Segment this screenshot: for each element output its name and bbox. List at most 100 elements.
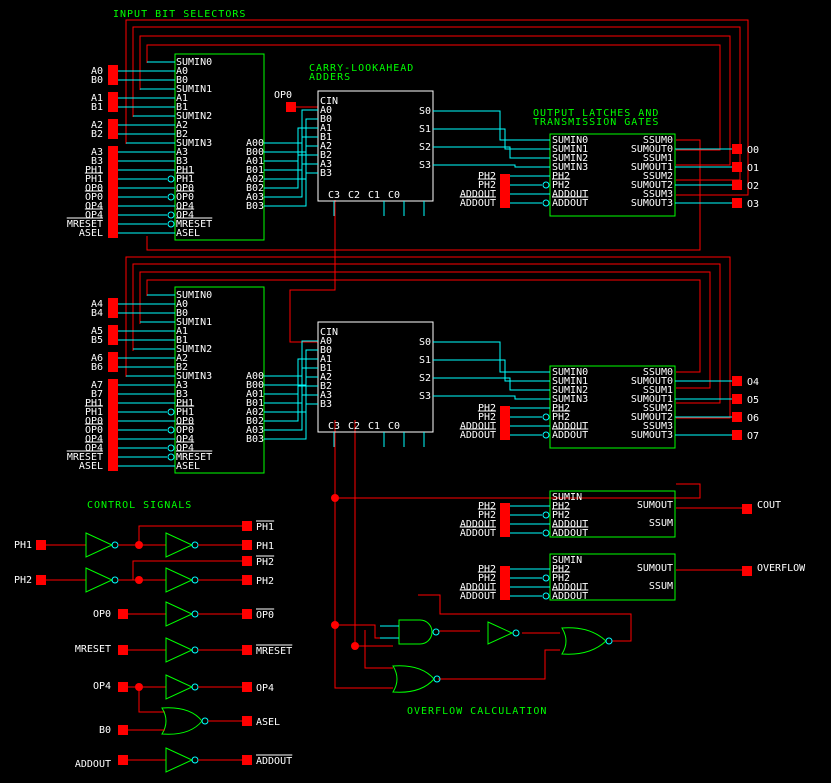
bottom-latch-out-pin: SSUM1 xyxy=(643,385,673,396)
top-selector-out-pin: A02 xyxy=(246,174,264,185)
ph2-out-label: PH2 xyxy=(256,576,274,587)
ph2-inverter-2 xyxy=(165,567,194,593)
bottom-input-pad-bus[interactable] xyxy=(108,352,118,372)
top-input-pad-bus[interactable] xyxy=(108,65,118,85)
op0-in-pad[interactable] xyxy=(118,609,128,619)
mreset-in-label: MRESET xyxy=(75,644,111,655)
cout-latch-ctrl-pad-bus[interactable] xyxy=(500,503,510,537)
ph2-bar-out-pad[interactable] xyxy=(242,556,252,566)
overflow-latch-ctrl-pad-bus[interactable] xyxy=(500,566,510,600)
top-selector-pin: ASEL xyxy=(176,228,200,239)
bottom-selector-pin: B0 xyxy=(176,308,188,319)
feedback-wires-bottom xyxy=(125,256,731,419)
overflow-latch-ctrl-label: PH2 xyxy=(478,564,496,575)
ph2-out-pad[interactable] xyxy=(242,575,252,585)
mreset-bar-out-pad[interactable] xyxy=(242,645,252,655)
addout-in-pad[interactable] xyxy=(118,755,128,765)
bottom-adder-in-pin: B1 xyxy=(320,363,332,374)
bottom-selector-pin: A3 xyxy=(176,380,188,391)
asel-out-pad[interactable] xyxy=(242,716,252,726)
bottom-input-label: OP0 xyxy=(85,425,103,436)
overflow-latch-bubble xyxy=(542,574,550,582)
top-selector-pin: OP4 xyxy=(176,210,194,221)
carry-chain-wires xyxy=(289,200,742,689)
overflow-pad[interactable] xyxy=(742,566,752,576)
ph2-in-pad[interactable] xyxy=(36,575,46,585)
top-input-pad-bus[interactable] xyxy=(108,146,118,238)
ph1-bar-out-pad[interactable] xyxy=(242,521,252,531)
top-selector-to-adder-wire xyxy=(264,172,318,207)
cout-latch-bubble xyxy=(542,529,550,537)
bottom-selector-pin: B1 xyxy=(176,335,188,346)
junction-dot xyxy=(351,642,359,650)
op4-inverter xyxy=(165,674,194,700)
bottom-selector-pin: PH1 xyxy=(176,407,194,418)
bottom-adder-carry-pin: C0 xyxy=(388,421,400,432)
ph1-inverter-2 xyxy=(165,532,194,558)
cout-latch-ctrl-label: ADDOUT xyxy=(460,519,496,530)
ph1-in-pad[interactable] xyxy=(36,540,46,550)
ph1-out-pad[interactable] xyxy=(242,540,252,550)
op0-bar-out-pad[interactable] xyxy=(242,609,252,619)
top-input-label: OP4 xyxy=(85,210,103,221)
top-input-pad-bus[interactable] xyxy=(108,92,118,112)
bottom-latch-box xyxy=(549,365,676,449)
wire xyxy=(138,525,242,545)
overflow-latch-in-pin: ADDOUT xyxy=(552,582,588,593)
bottom-selector-pin: B3 xyxy=(176,389,188,400)
top-latch-out-pin: SUMOUT2 xyxy=(631,180,673,191)
bottom-output-pad[interactable] xyxy=(732,412,742,422)
cout-latch: SUMINPH2PH2ADDOUTADDOUTSUMOUTSSUMPH2PH2A… xyxy=(459,490,676,539)
top-output-label: O2 xyxy=(747,181,759,192)
bottom-output-pad[interactable] xyxy=(732,394,742,404)
bottom-input-pad-bus[interactable] xyxy=(108,325,118,345)
bottom-input-pad-bus[interactable] xyxy=(108,379,118,471)
asel-nor-bubble xyxy=(201,717,209,725)
top-latch-in-pin: PH2 xyxy=(552,180,570,191)
top-adder-to-latch-wire xyxy=(433,146,550,159)
bottom-adder-to-latch-wire xyxy=(433,395,550,400)
bottom-output-pad[interactable] xyxy=(732,376,742,386)
bottom-input-label: A5 xyxy=(91,326,103,337)
top-selector-out-pin: A01 xyxy=(246,156,264,167)
top-selector-to-adder-wire xyxy=(264,154,318,189)
b0-in-pad[interactable] xyxy=(118,725,128,735)
top-output-pad[interactable] xyxy=(732,144,742,154)
op4-out-pad[interactable] xyxy=(242,682,252,692)
top-selector-out-pin: B00 xyxy=(246,147,264,158)
cout-pad[interactable] xyxy=(742,504,752,514)
top-latch-ctrl-pad-bus[interactable] xyxy=(500,174,510,208)
bottom-latch-ctrl-pad-bus[interactable] xyxy=(500,406,510,440)
mreset-in-pad[interactable] xyxy=(118,645,128,655)
ph2-bar-out-label: PH2 xyxy=(256,557,274,568)
top-adder-out-pin: S2 xyxy=(419,142,431,153)
top-pin-bubble xyxy=(167,220,175,228)
top-output-pad[interactable] xyxy=(732,198,742,208)
op0-cin-pad[interactable] xyxy=(286,102,296,112)
cout-latch-ctrl-label: PH2 xyxy=(478,510,496,521)
bottom-adder-in-pin: A1 xyxy=(320,354,332,365)
bottom-adder-in-pin: A2 xyxy=(320,372,332,383)
top-latch-in-pin: SUMIN0 xyxy=(552,135,588,146)
bottom-input-label: PH1 xyxy=(85,407,103,418)
addout-bar-out-pad[interactable] xyxy=(242,755,252,765)
top-input-label: B1 xyxy=(91,102,103,113)
top-output-pad[interactable] xyxy=(732,162,742,172)
top-input-pad-bus[interactable] xyxy=(108,119,118,139)
bottom-latch-in-pin: SUMIN2 xyxy=(552,385,588,396)
bottom-latch-bubble xyxy=(542,413,550,421)
top-output-pad[interactable] xyxy=(732,180,742,190)
bottom-output-pad[interactable] xyxy=(732,430,742,440)
top-input-label: PH1 xyxy=(85,174,103,185)
input-selector-bottom: SUMIN0A0B0SUMIN1A1B1SUMIN2A2B2SUMIN3A3B3… xyxy=(66,286,265,474)
bottom-input-pad-bus[interactable] xyxy=(108,298,118,318)
bottom-input-label: OP4 xyxy=(85,434,103,445)
overflow-and-gate xyxy=(380,619,440,645)
op4-in-pad[interactable] xyxy=(118,682,128,692)
top-latch-ctrl-label: PH2 xyxy=(478,180,496,191)
overflow-latch-ctrl-label: PH2 xyxy=(478,573,496,584)
overflow-latch-in-pin: PH2 xyxy=(552,564,570,575)
cout-label: COUT xyxy=(757,500,781,511)
